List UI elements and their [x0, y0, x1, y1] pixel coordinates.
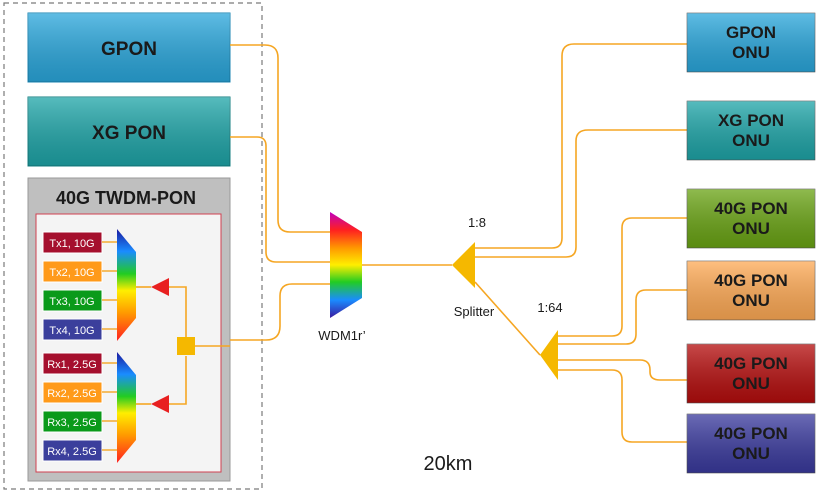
rx-label: Rx4, 2.5G — [47, 446, 97, 458]
tx-label: Tx1, 10G — [49, 238, 94, 250]
rx-item: Rx4, 2.5G — [42, 439, 118, 462]
onu-label: ONU — [732, 131, 770, 150]
onu-label: 40G PON — [714, 424, 788, 443]
twdm-title: 40G TWDM-PON — [56, 188, 196, 208]
rx-item: Rx1, 2.5G — [42, 352, 118, 375]
tx-label: Tx2, 10G — [49, 267, 94, 279]
distance-label: 20km — [424, 453, 473, 475]
tx-amplifier-icon — [151, 278, 169, 296]
olt-enclosure — [3, 2, 263, 490]
tx-label: Tx3, 10G — [49, 296, 94, 308]
splitter-to-onu-fibers — [474, 43, 687, 443]
onu-label: ONU — [732, 444, 770, 463]
twdm-internal-fibers — [136, 286, 230, 405]
onu-label: GPON — [726, 23, 776, 42]
rx-item: Rx2, 2.5G — [42, 381, 118, 404]
splitter-ratio-1-64: 1:64 — [537, 300, 562, 315]
tx-item: Tx3, 10G — [42, 289, 118, 312]
splitter-ratio-1-8: 1:8 — [468, 215, 486, 230]
gpon-label: GPON — [101, 39, 157, 60]
wdm-multiplexer — [330, 212, 362, 318]
xgpon-label: XG PON — [92, 123, 166, 144]
tx-transmitters: Tx1, 10G Tx2, 10G Tx3, 10G Tx4, 10G — [42, 231, 118, 341]
rx-item: Rx3, 2.5G — [42, 410, 118, 433]
olt-to-wdm-fibers — [230, 44, 452, 341]
splitter-1-8-icon — [452, 242, 475, 288]
rx-label: Rx3, 2.5G — [47, 417, 97, 429]
splitter-label: Splitter — [454, 304, 495, 319]
onu-label: ONU — [732, 219, 770, 238]
onu-label: ONU — [732, 291, 770, 310]
tx-item: Tx1, 10G — [42, 231, 118, 254]
rx-label: Rx1, 2.5G — [47, 359, 97, 371]
onu-label: 40G PON — [714, 199, 788, 218]
onu-label: 40G PON — [714, 354, 788, 373]
rx-demultiplexer — [117, 352, 136, 463]
splitter-1-64-icon — [540, 330, 558, 380]
tx-item: Tx2, 10G — [42, 260, 118, 283]
onu-label: 40G PON — [714, 271, 788, 290]
onu-label: XG PON — [718, 111, 784, 130]
xgpon-olt-box[interactable]: XG PON — [27, 96, 231, 167]
tx-item: Tx4, 10G — [42, 318, 118, 341]
tx-label: Tx4, 10G — [49, 325, 94, 337]
gpon-olt-box[interactable]: GPON — [27, 12, 231, 83]
rx-amplifier-icon — [151, 395, 169, 413]
onu-label: ONU — [732, 374, 770, 393]
rx-receivers: Rx1, 2.5G Rx2, 2.5G Rx3, 2.5G Rx4, 2.5G — [42, 352, 118, 462]
diplexer-icon — [177, 337, 195, 355]
tx-multiplexer — [117, 229, 136, 341]
rx-label: Rx2, 2.5G — [47, 388, 97, 400]
onu-label: ONU — [732, 43, 770, 62]
wdm-label: WDM1r’ — [318, 328, 366, 343]
